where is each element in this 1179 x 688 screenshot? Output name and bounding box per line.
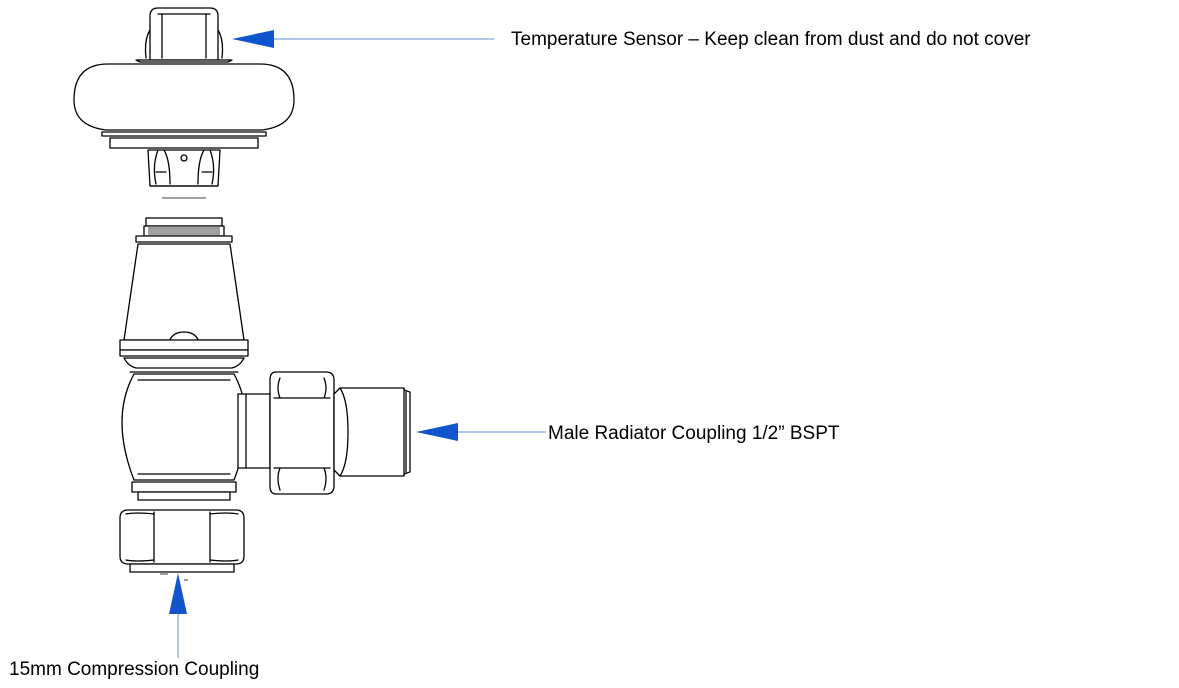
arrow-icon [169,573,187,658]
side-sleeve [237,393,271,469]
arrow-icon [232,30,494,48]
head-body [73,63,295,149]
arrow-icon [416,423,546,441]
valve-ball [121,373,247,501]
male-tail [333,387,411,477]
sensor-cap [135,7,233,63]
male-coupling-label: Male Radiator Coupling 1/2” BSPT [548,423,840,444]
head-neck [147,149,221,199]
side-hex-nut [269,371,335,495]
compression-coupling-label: 15mm Compression Coupling [9,659,260,680]
threaded-collar [135,217,233,243]
valve-body-upper [119,243,249,373]
temperature-sensor-label: Temperature Sensor – Keep clean from dus… [511,29,1031,50]
compression-nut [119,509,245,581]
